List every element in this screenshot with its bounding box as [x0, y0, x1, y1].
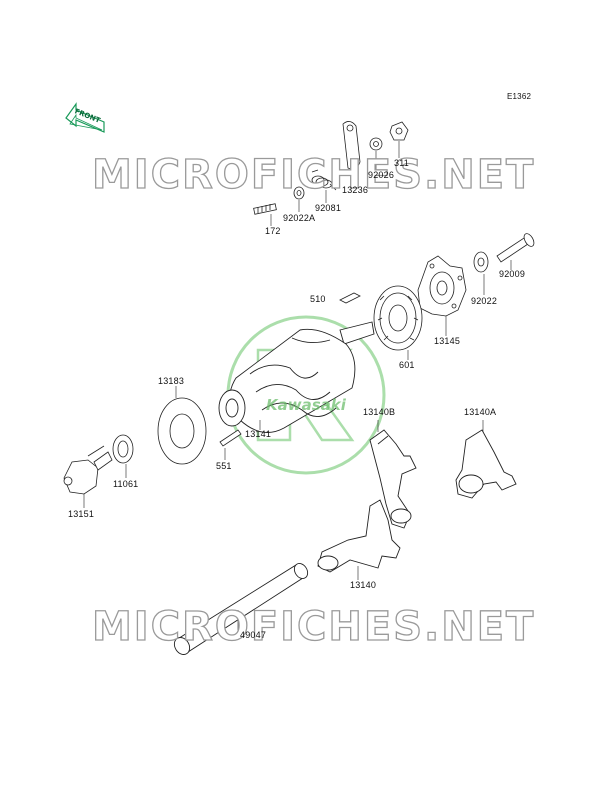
part-label-13140b[interactable]: 13140B [363, 407, 396, 417]
bolt-92009 [496, 233, 535, 270]
brand-watermark: Kawasaki [266, 396, 346, 414]
shift-shaft-49047 [173, 563, 309, 655]
part-label-510[interactable]: 510 [310, 294, 326, 304]
part-label-172[interactable]: 172 [265, 226, 281, 236]
collar-92026 [369, 137, 383, 170]
nut-311 [389, 121, 409, 158]
pin-551 [219, 429, 242, 460]
part-label-13183[interactable]: 13183 [158, 376, 185, 386]
part-label-92022a[interactable]: 92022A [283, 213, 316, 223]
stud-172 [253, 203, 277, 226]
part-label-49047[interactable]: 49047 [240, 630, 267, 640]
spring-92081 [311, 169, 337, 203]
part-label-92026[interactable]: 92026 [368, 170, 395, 180]
shift-fork-13140b [369, 420, 417, 529]
watermark-bottom: MICROFICHES.NET [91, 603, 536, 650]
washer-92022 [473, 251, 489, 295]
part-label-13140a[interactable]: 13140A [464, 407, 497, 417]
bearing-601 [373, 285, 423, 360]
shift-arm-13236 [342, 121, 361, 185]
part-label-92022[interactable]: 92022 [471, 296, 498, 306]
part-label-11061[interactable]: 11061 [113, 479, 139, 489]
part-label-13145[interactable]: 13145 [434, 336, 461, 346]
shift-drum-13141 [218, 321, 375, 433]
part-label-551[interactable]: 551 [216, 461, 232, 471]
part-label-92009[interactable]: 92009 [499, 269, 526, 279]
washer-92022a [293, 186, 305, 212]
shift-fork-13140a [455, 420, 517, 499]
switch-13151 [63, 445, 113, 508]
part-label-13140[interactable]: 13140 [350, 580, 377, 590]
gasket-11061 [112, 434, 134, 478]
part-label-601[interactable]: 601 [399, 360, 415, 370]
part-label-13151[interactable]: 13151 [68, 509, 95, 519]
shift-drum-cam-13145 [417, 255, 467, 336]
watermark-top: MICROFICHES.NET [91, 151, 536, 198]
plate-13183 [157, 386, 207, 465]
shift-fork-13140 [317, 499, 401, 580]
pin-510 [339, 292, 361, 304]
front-arrow-icon [65, 102, 105, 133]
diagram-code: E1362 [507, 92, 532, 101]
part-label-13236[interactable]: 13236 [342, 185, 369, 195]
part-label-13141[interactable]: 13141 [245, 429, 272, 439]
part-label-92081[interactable]: 92081 [315, 203, 342, 213]
part-label-311[interactable]: 311 [394, 158, 409, 168]
